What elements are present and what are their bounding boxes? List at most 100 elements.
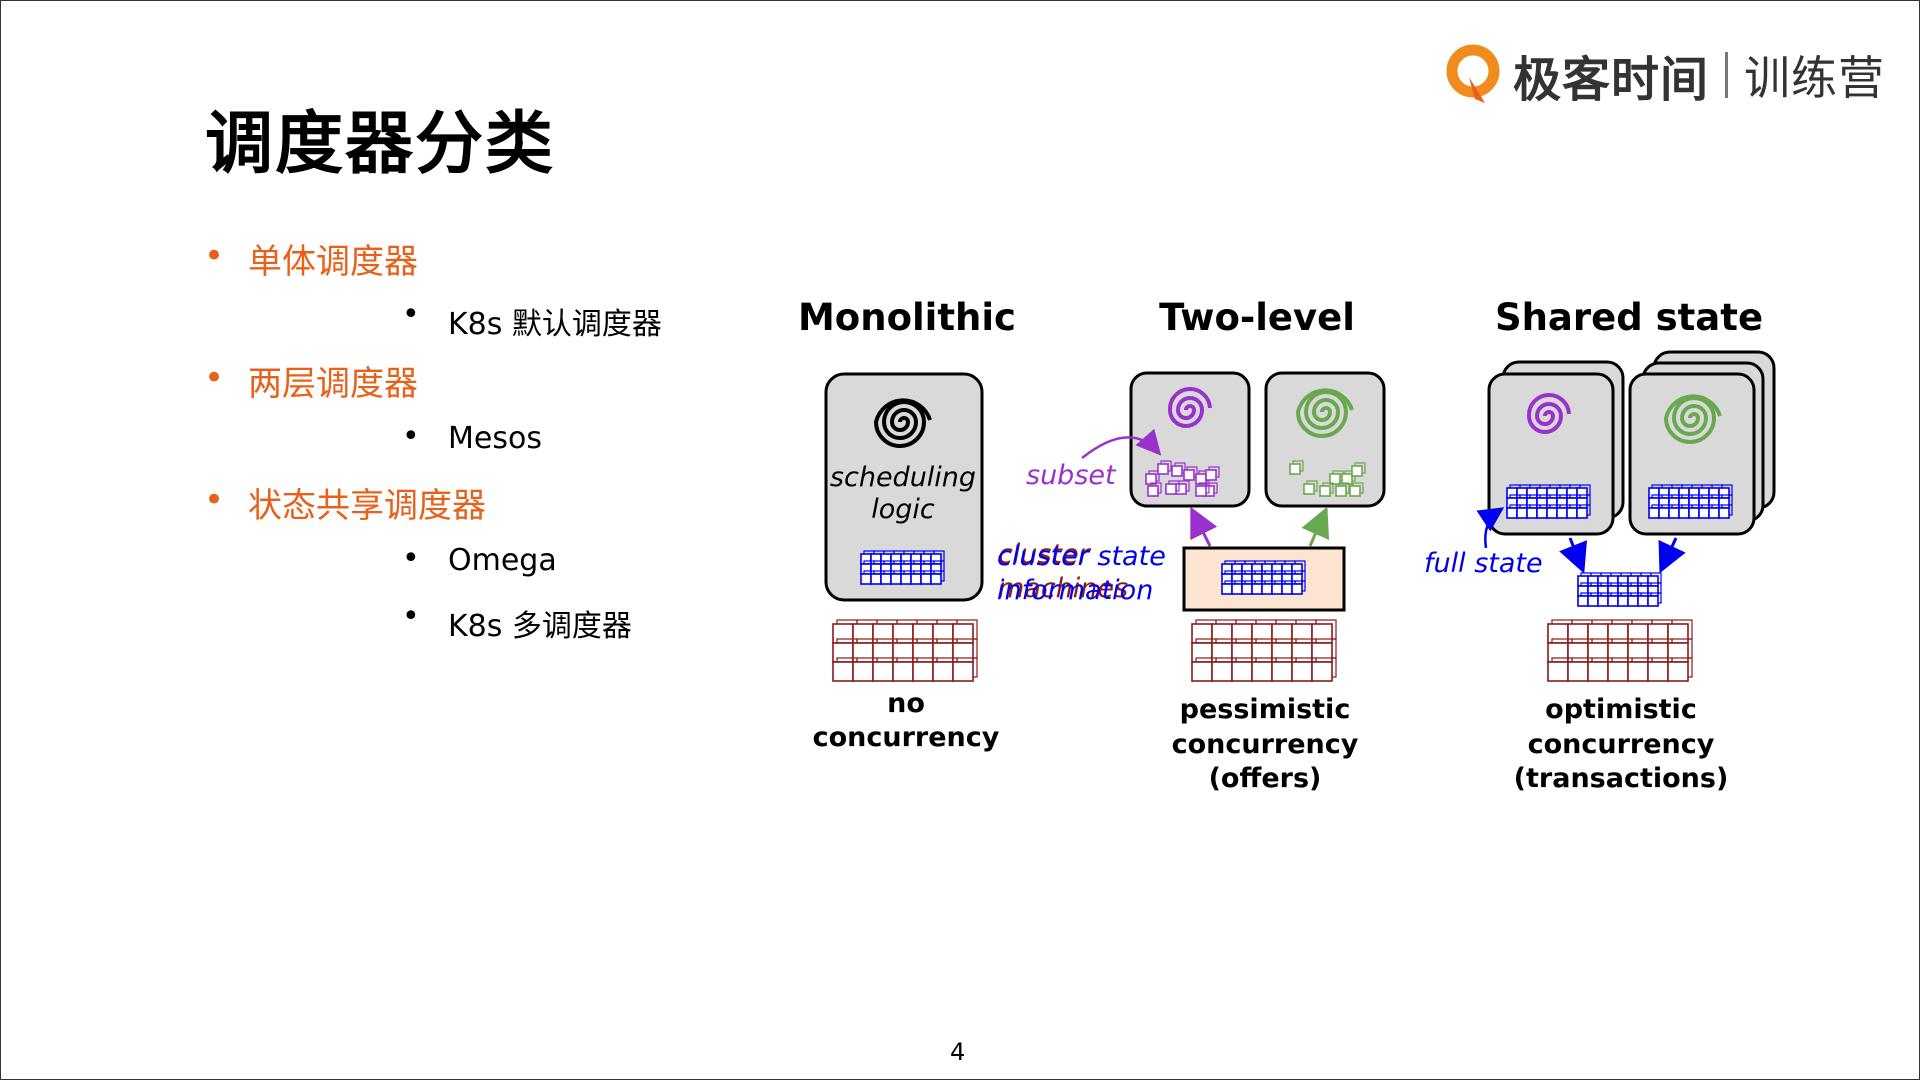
bullet-dot: •: [402, 541, 420, 576]
state-cell: [1261, 573, 1273, 585]
state-cell: [1718, 487, 1730, 499]
state-cell: [890, 563, 902, 575]
state-cell: [1647, 575, 1659, 587]
machine-cell: [1251, 661, 1273, 682]
machine-cell: [872, 642, 894, 663]
machine-cell: [892, 623, 914, 644]
state-cell: [1576, 497, 1588, 509]
state-cell: [1291, 583, 1303, 595]
machine-cell: [852, 623, 874, 644]
machine-cell: [1627, 661, 1649, 682]
state-cell: [1536, 507, 1548, 519]
state-cell: [1526, 487, 1538, 499]
spiral-green-icon: [1663, 394, 1722, 444]
caption-two-level-2: concurrency: [1172, 729, 1359, 760]
header-monolithic: Monolithic: [798, 296, 1016, 339]
machine-cell: [1191, 661, 1213, 682]
state-cell: [1281, 573, 1293, 585]
state-cell: [1648, 487, 1660, 499]
machine-cell: [1211, 623, 1233, 644]
state-cell: [1271, 583, 1283, 595]
state-cell: [1577, 585, 1589, 597]
slide-title: 调度器分类: [205, 105, 556, 184]
bullet-dot: •: [402, 297, 420, 332]
state-cell: [880, 553, 892, 565]
shared-purple-state-grid: [1506, 484, 1591, 519]
subset-cell: [1303, 483, 1315, 495]
bullet-level2: •Omega: [402, 541, 557, 578]
state-cell: [1231, 583, 1243, 595]
state-cell: [1587, 595, 1599, 607]
state-cell: [1637, 585, 1649, 597]
state-cell: [1648, 507, 1660, 519]
caption-monolithic-1: no: [887, 688, 925, 719]
state-cell: [1271, 563, 1283, 575]
machine-cell: [832, 661, 854, 682]
state-cell: [1658, 507, 1670, 519]
machine-cell: [1607, 623, 1629, 644]
state-cell: [1556, 507, 1568, 519]
machine-cell: [892, 661, 914, 682]
machine-cell: [1627, 642, 1649, 663]
state-cell: [1718, 507, 1730, 519]
state-cell: [1617, 595, 1629, 607]
state-cell: [1576, 487, 1588, 499]
state-cell: [930, 573, 942, 585]
state-cell: [1546, 507, 1558, 519]
state-cell: [930, 553, 942, 565]
state-cell: [1241, 573, 1253, 585]
state-cell: [880, 563, 892, 575]
state-cell: [860, 573, 872, 585]
header-shared-state: Shared state: [1495, 296, 1763, 339]
state-cell: [1708, 497, 1720, 509]
subset-cell: [1175, 483, 1187, 495]
state-cell: [1668, 487, 1680, 499]
machine-cell: [1567, 623, 1589, 644]
full-state-arrow: [1476, 507, 1505, 549]
state-cell: [1231, 563, 1243, 575]
machine-cell: [832, 642, 854, 663]
state-cell: [1607, 585, 1619, 597]
subset-cells-green: [1289, 460, 1366, 497]
caption-two-level-3: (offers): [1209, 763, 1322, 794]
state-cell: [1291, 563, 1303, 575]
state-cell: [1577, 595, 1589, 607]
brand-subtitle: 训练营: [1744, 51, 1886, 105]
state-cell: [1516, 487, 1528, 499]
caption-two-level-1: pessimistic: [1180, 694, 1351, 725]
machine-cell: [952, 642, 974, 663]
state-cell: [870, 573, 882, 585]
machine-cell: [832, 623, 854, 644]
state-cell: [900, 573, 912, 585]
offer-arrow-green: [1301, 506, 1330, 547]
state-cell: [1698, 507, 1710, 519]
state-cell: [1251, 563, 1263, 575]
two-level-state-grid: [1221, 560, 1306, 595]
cluster-machines-label-2: machines: [998, 573, 1128, 604]
machine-cell: [1311, 661, 1333, 682]
state-cell: [1647, 595, 1659, 607]
state-cell: [1597, 595, 1609, 607]
machine-cell: [1547, 623, 1569, 644]
machine-cell: [932, 661, 954, 682]
machine-cell: [1231, 623, 1253, 644]
state-cell: [1546, 497, 1558, 509]
caption-monolithic-2: concurrency: [813, 722, 1000, 753]
machine-cell: [1291, 661, 1313, 682]
bullet-level2: •Mesos: [402, 419, 542, 456]
state-cell: [1668, 497, 1680, 509]
machine-cell: [1271, 661, 1293, 682]
subset-cell: [1157, 463, 1169, 475]
scheduling-logic-label-1: scheduling: [830, 462, 976, 493]
shared-cluster-state-grid: [1577, 572, 1662, 607]
state-cell: [1241, 563, 1253, 575]
state-cell: [1546, 487, 1558, 499]
machine-cell: [852, 642, 874, 663]
state-cell: [1536, 497, 1548, 509]
machine-cell: [1291, 623, 1313, 644]
state-cell: [1617, 575, 1629, 587]
state-cell: [1221, 583, 1233, 595]
subset-cell: [1147, 485, 1159, 497]
machine-cell: [1191, 623, 1213, 644]
